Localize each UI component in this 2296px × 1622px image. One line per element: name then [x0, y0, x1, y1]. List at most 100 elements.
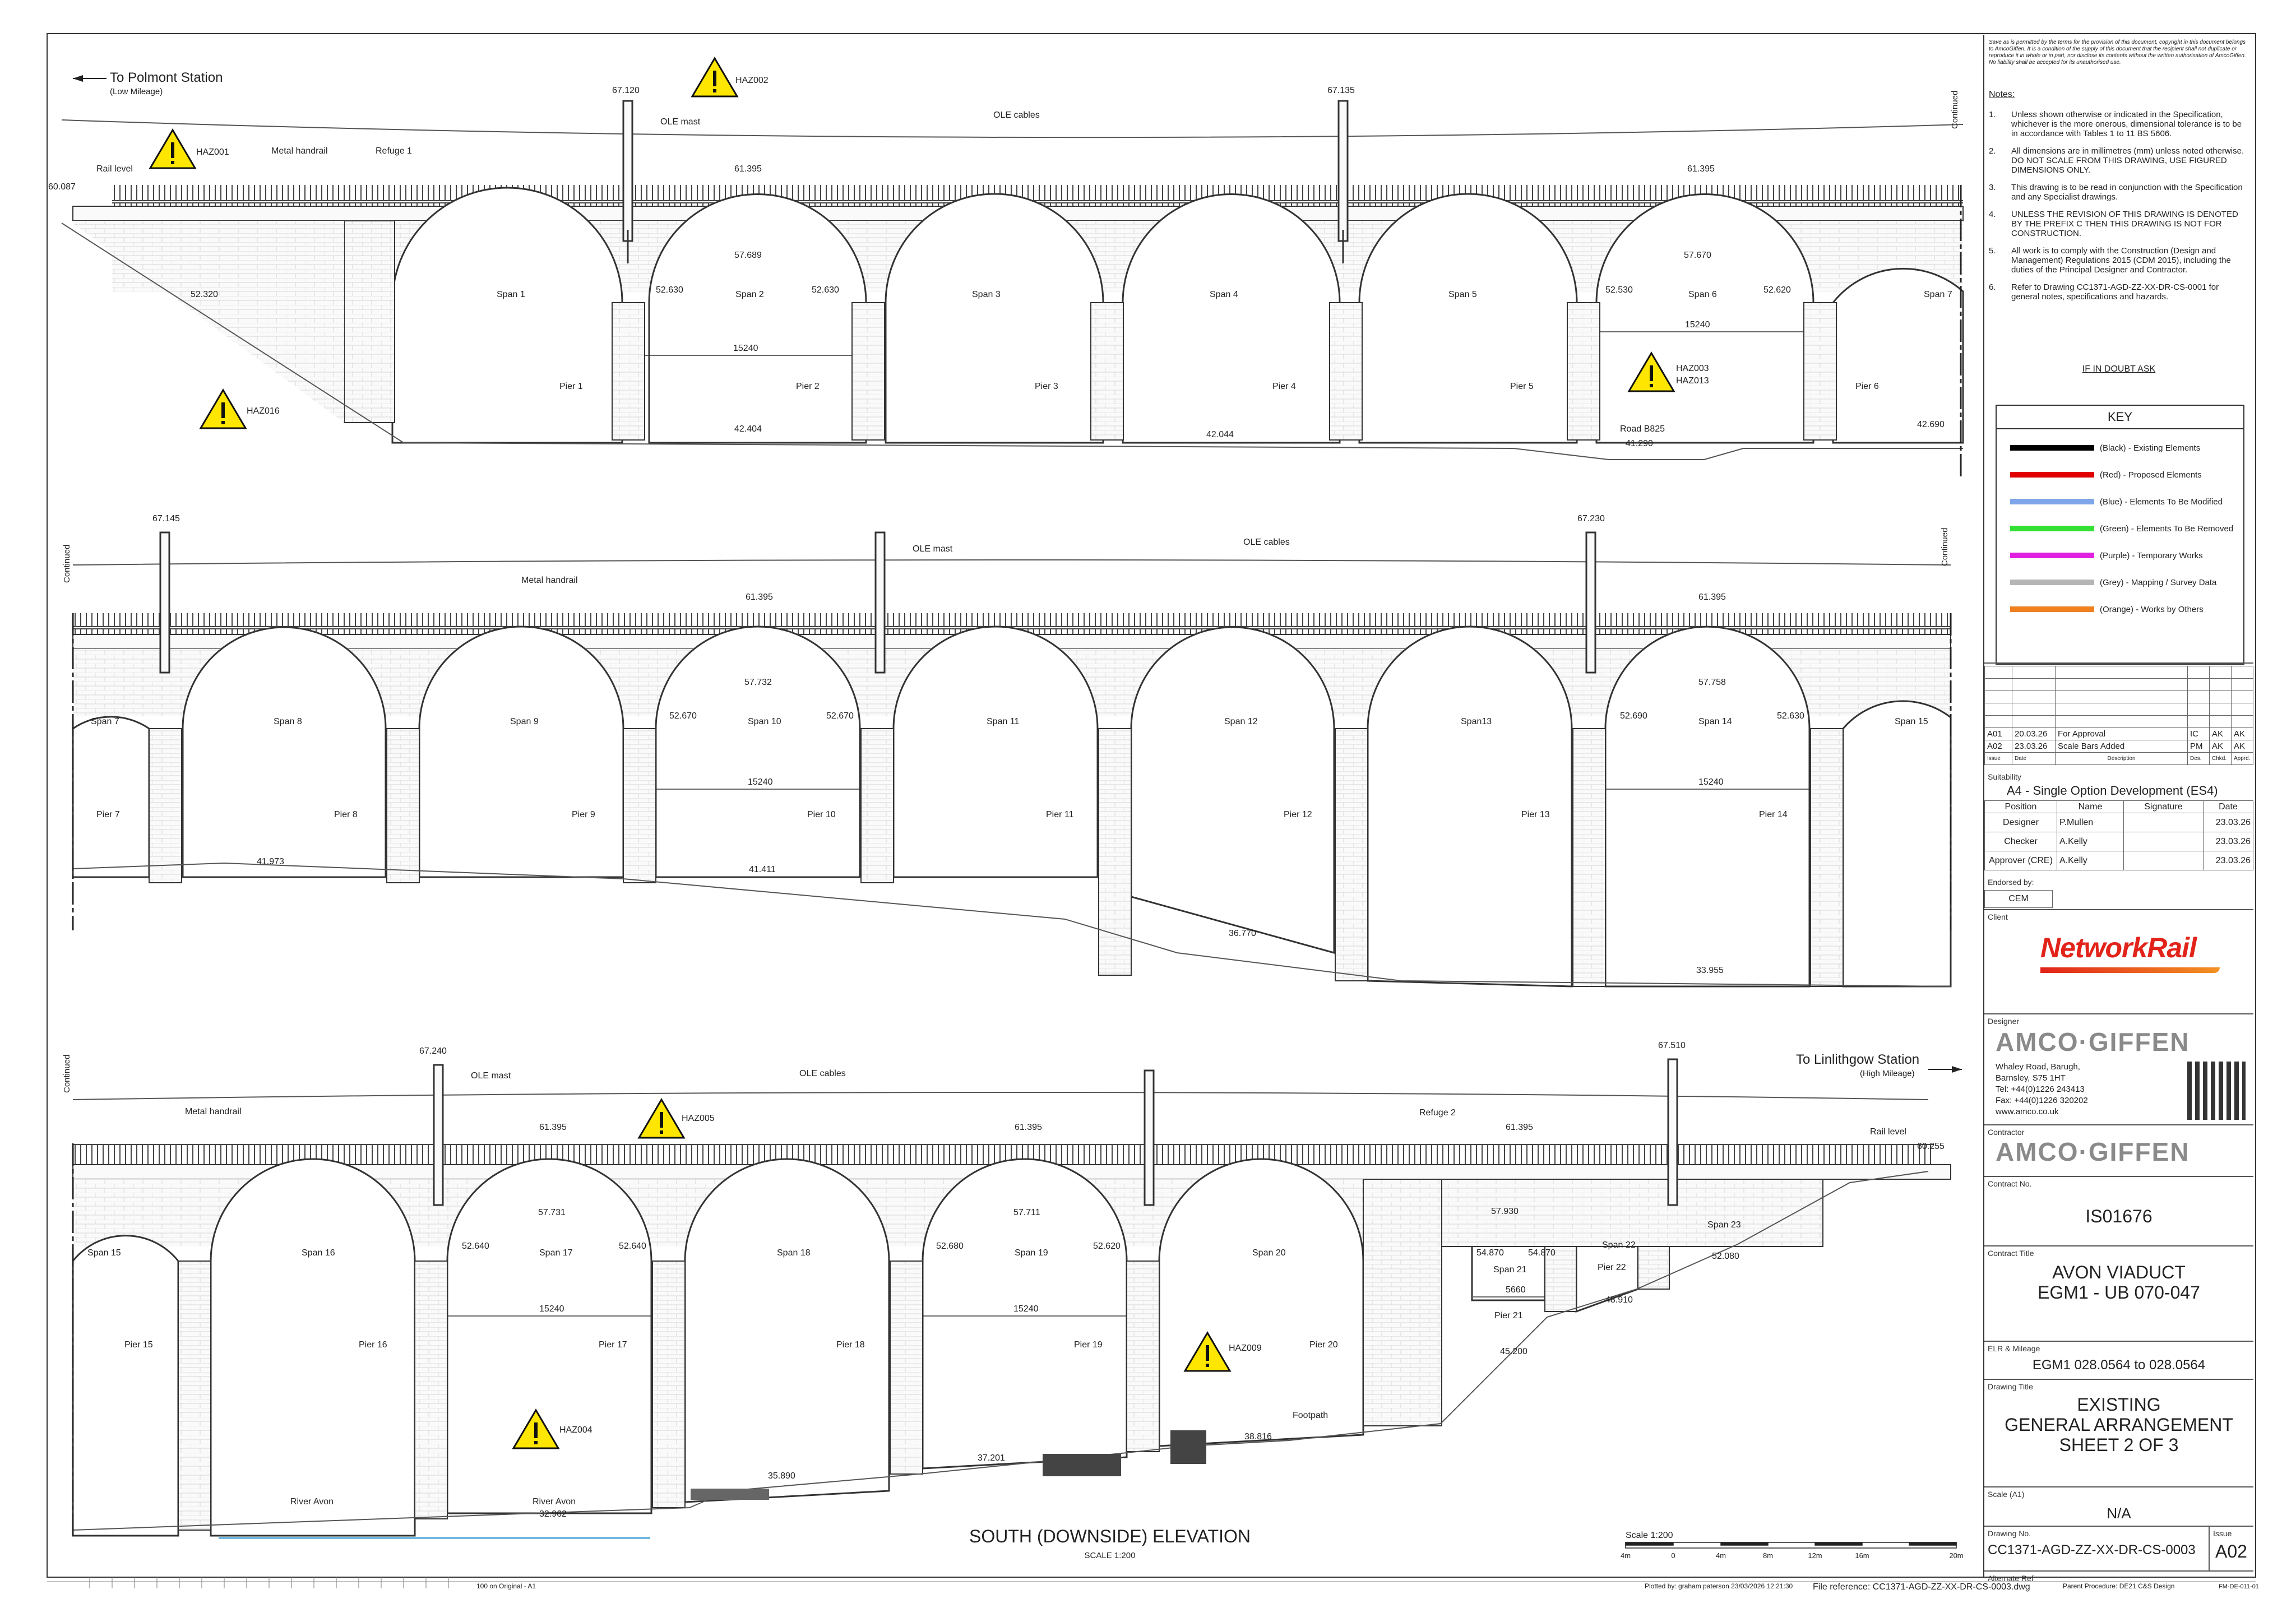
- address-line: Whaley Road, Barugh,: [1996, 1062, 2080, 1072]
- haz-label: HAZ009: [1229, 1343, 1262, 1353]
- pier-label: Pier 2: [796, 382, 820, 391]
- level-value: 52.630: [812, 285, 839, 295]
- level-value: 52.630: [656, 285, 683, 295]
- span-label: Span 20: [1252, 1248, 1286, 1258]
- level-value: 52.680: [936, 1241, 964, 1251]
- level-value: 57.930: [1491, 1207, 1519, 1216]
- issue-value: A02: [2215, 1541, 2247, 1561]
- key-row: (Blue) - Elements To Be Modified: [2010, 493, 2223, 510]
- key-label: (Green) - Elements To Be Removed: [2100, 523, 2234, 534]
- address-line: Fax: +44(0)1226 320202: [1996, 1096, 2088, 1105]
- level-value: 54.870: [1528, 1248, 1556, 1258]
- dimension: 15240: [1685, 320, 1710, 330]
- designer-label: Designer: [1988, 1017, 2020, 1026]
- notes-title: Notes:: [1989, 90, 2015, 99]
- level-value: 33.955: [1696, 966, 1724, 975]
- continued-label: Continued: [62, 1055, 72, 1093]
- level-value: 67.120: [612, 86, 640, 95]
- pier-label: Pier 8: [334, 810, 358, 819]
- level-value: 36.770: [1229, 929, 1256, 938]
- note-item: All dimensions are in millimetres (mm) u…: [2011, 146, 2244, 175]
- network-rail-swoosh: [2040, 967, 2220, 973]
- road-label: Road B825: [1620, 424, 1665, 434]
- elr-value: EGM1 028.0564 to 028.0564: [2032, 1357, 2206, 1373]
- key-row: (Grey) - Mapping / Survey Data: [2010, 574, 2216, 591]
- haz-label: HAZ002: [735, 76, 769, 85]
- pier-label: Pier 3: [1035, 382, 1058, 391]
- pier-label: Pier 16: [359, 1340, 387, 1350]
- scale-tick: 0: [1671, 1551, 1675, 1560]
- pier-label: Pier 4: [1272, 382, 1296, 391]
- address-line: Barnsley, S75 1HT: [1996, 1073, 2066, 1083]
- contract-title-line: AVON VIADUCT: [2052, 1262, 2186, 1282]
- drawing-title-line: GENERAL ARRANGEMENT: [2005, 1415, 2233, 1435]
- span-label: Span 17: [539, 1248, 573, 1258]
- pier-label: Pier 10: [807, 810, 836, 819]
- pier-label: Pier 17: [599, 1340, 627, 1350]
- level-value: 67.240: [419, 1046, 447, 1056]
- key-swatch: [2010, 472, 2094, 478]
- key-swatch: [2010, 445, 2094, 451]
- level-value: 42.044: [1206, 430, 1234, 439]
- pier-label: Pier 14: [1759, 810, 1788, 819]
- pier-label: Pier 13: [1521, 810, 1550, 819]
- contract-no: IS01676: [2085, 1206, 2152, 1226]
- span-label: Span 11: [987, 717, 1020, 726]
- haz-label: HAZ004: [559, 1425, 592, 1435]
- continued-label: Continued: [62, 545, 72, 583]
- pier-label: Pier 15: [124, 1340, 153, 1350]
- key-label: (Blue) - Elements To Be Modified: [2100, 497, 2223, 507]
- level-value: 61.395: [1015, 1123, 1042, 1132]
- key-label: (Orange) - Works by Others: [2100, 604, 2204, 614]
- key-swatch: [2010, 606, 2094, 612]
- title-block: Save as is permitted by the terms for th…: [1983, 35, 2253, 1583]
- key-swatch: [2010, 526, 2094, 531]
- key-swatch: [2010, 580, 2094, 585]
- scale-tick: 20m: [1949, 1551, 1963, 1560]
- level-value: 57.758: [1698, 678, 1726, 687]
- designer-address: Whaley Road, Barugh, Barnsley, S75 1HT T…: [1996, 1062, 2088, 1118]
- span-label: Span 23: [1707, 1220, 1741, 1230]
- to-linlithgow-label: To Linlithgow Station: [1796, 1052, 1919, 1067]
- level-value: 52.640: [462, 1241, 489, 1251]
- ole-cables-label: OLE cables: [799, 1069, 846, 1078]
- continued-label: Continued: [1950, 91, 1960, 129]
- key-title: KEY: [1997, 406, 2243, 429]
- suitability-value: A4 - Single Option Development (ES4): [2007, 784, 2218, 798]
- to-polmont-label: To Polmont Station: [110, 70, 223, 85]
- ole-mast-label: OLE mast: [913, 544, 953, 554]
- haz-label: HAZ016: [247, 406, 280, 416]
- form-ref: FM-DE-011-01: [2219, 1583, 2259, 1590]
- note-item: UNLESS THE REVISION OF THIS DRAWING IS D…: [2011, 210, 2238, 238]
- level-value: 67.145: [152, 514, 180, 523]
- key-label: (Purple) - Temporary Works: [2100, 550, 2203, 560]
- level-value: 57.732: [744, 678, 772, 687]
- contractor-logo: AMCO·GIFFEN: [1996, 1137, 2190, 1166]
- level-value: 32.962: [539, 1509, 567, 1519]
- level-value: 52.080: [1712, 1252, 1739, 1261]
- dimension: 15240: [733, 344, 758, 353]
- level-value: 42.690: [1917, 420, 1945, 429]
- key-row: (Black) - Existing Elements: [2010, 439, 2200, 456]
- drawing-title-label: Drawing Title: [1988, 1382, 2033, 1391]
- pier-label: Pier 19: [1074, 1340, 1103, 1350]
- level-value: 42.404: [734, 424, 762, 434]
- drawing-title-line: EXISTING: [2077, 1394, 2161, 1415]
- level-value: 67.135: [1327, 86, 1355, 95]
- span-label: Span 14: [1698, 717, 1732, 726]
- pier-label: Pier 5: [1510, 382, 1534, 391]
- network-rail-logo: NetworkRail: [2040, 932, 2197, 963]
- pier-label: Pier 20: [1309, 1340, 1338, 1350]
- haz-label: HAZ013: [1676, 376, 1709, 386]
- contract-no-label: Contract No.: [1988, 1179, 2032, 1188]
- parent-procedure: Parent Procedure: DE21 C&S Design: [2063, 1582, 2174, 1590]
- level-value: 61.395: [539, 1123, 567, 1132]
- elevation-title: SOUTH (DOWNSIDE) ELEVATION: [969, 1526, 1251, 1546]
- span-label: Span 6: [1688, 290, 1717, 299]
- dimension: 5660: [1506, 1285, 1526, 1295]
- contract-title-label: Contract Title: [1988, 1249, 2034, 1258]
